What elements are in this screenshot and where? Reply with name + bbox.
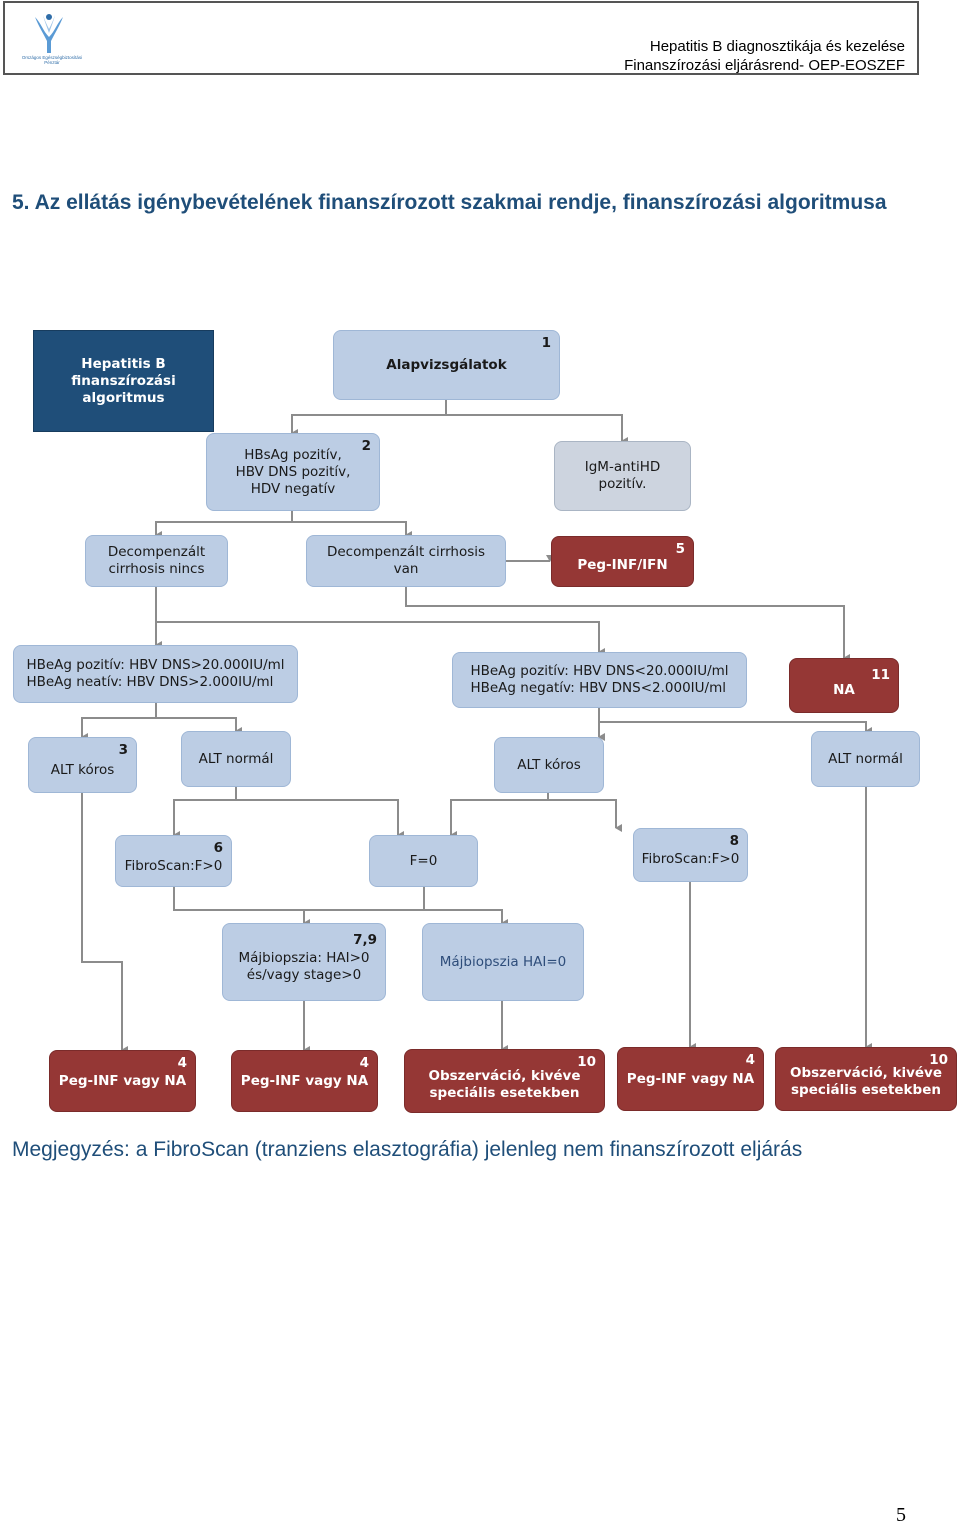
oep-logo: Országos Egészségbiztosítási Pénztár — [17, 11, 82, 69]
node-alt-normal-2: ALT normál — [811, 731, 920, 787]
node-label: Májbiopszia: HAI>0 és/vagy stage>0 — [238, 950, 370, 983]
node-label: HBeAg pozitív: HBV DNS>20.000IU/ml HBeAg… — [26, 657, 285, 690]
outcome-peg-inf-na-2: Peg-INF vagy NA 4 — [231, 1050, 378, 1112]
header-subtitle: Finanszírozási eljárásrend- OEP-EOSZEF — [624, 57, 905, 74]
node-label: FibroScan:F>0 — [641, 850, 740, 867]
node-label: Peg-INF vagy NA — [240, 1072, 369, 1089]
node-label: Peg-INF vagy NA — [626, 1070, 755, 1087]
outcome-peg-inf-na-1: Peg-INF vagy NA 4 — [49, 1050, 196, 1112]
outcome-obszervacio-1: Obszerváció, kivéve speciális esetekben … — [404, 1049, 605, 1113]
step-number: 3 — [118, 742, 128, 758]
algorithm-title-box: Hepatitis B finanszírozási algoritmus — [33, 330, 214, 432]
node-label: HBsAg pozitív, HBV DNS pozitív, HDV nega… — [235, 446, 351, 497]
node-label: NA — [833, 682, 855, 698]
node-label: ALT normál — [828, 750, 903, 767]
node-alt-normal-1: ALT normál — [181, 731, 291, 787]
node-decomp-nincs: Decompenzált cirrhosis nincs — [85, 535, 228, 587]
step-number: 6 — [213, 840, 223, 856]
node-label: Decompenzált cirrhosis van — [326, 544, 486, 577]
algorithm-title: Hepatitis B finanszírozási algoritmus — [71, 355, 176, 406]
node-alapvizsgalatok: Alapvizsgálatok 1 — [333, 330, 560, 400]
step-number: 8 — [729, 833, 739, 849]
footnote: Megjegyzés: a FibroScan (tranziens elasz… — [12, 1138, 803, 1161]
header-title: Hepatitis B diagnosztikája és kezelése — [649, 38, 905, 55]
node-label: HBeAg pozitív: HBV DNS<20.000IU/ml HBeAg… — [470, 663, 729, 696]
node-label: IgM-antiHD pozitív. — [584, 459, 661, 492]
page-number: 5 — [896, 1504, 906, 1526]
step-number: 1 — [541, 335, 551, 351]
node-majbiopszia-zero: Májbiopszia HAI=0 — [422, 923, 584, 1001]
node-decomp-van: Decompenzált cirrhosis van — [306, 535, 506, 587]
node-label: Alapvizsgálatok — [386, 356, 507, 373]
node-peg-inf-ifn: Peg-INF/IFN 5 — [551, 536, 694, 587]
node-label: ALT kóros — [517, 756, 581, 773]
node-label: Peg-INF/IFN — [577, 557, 668, 573]
node-alt-koros-2: ALT kóros — [494, 737, 604, 793]
node-igm-antihd: IgM-antiHD pozitív. — [554, 441, 691, 511]
node-f0: F=0 — [369, 835, 478, 887]
logo-emblem-icon — [35, 14, 63, 53]
node-label: Májbiopszia HAI=0 — [439, 953, 567, 970]
node-majbiopszia-pos: Májbiopszia: HAI>0 és/vagy stage>0 7,9 — [222, 923, 386, 1001]
step-number: 4 — [177, 1055, 187, 1071]
outcome-obszervacio-2: Obszerváció, kivéve speciális esetekben … — [775, 1047, 957, 1111]
node-hbeag-low: HBeAg pozitív: HBV DNS<20.000IU/ml HBeAg… — [452, 652, 747, 708]
node-label: F=0 — [409, 852, 438, 869]
step-number: 10 — [929, 1052, 948, 1068]
node-label: Obszerváció, kivéve speciális esetekben — [789, 1065, 942, 1098]
node-alt-koros-1: ALT kóros 3 — [28, 737, 137, 793]
node-label: Decompenzált cirrhosis nincs — [107, 544, 206, 577]
outcome-peg-inf-na-3: Peg-INF vagy NA 4 — [617, 1047, 764, 1111]
step-number: 4 — [745, 1052, 755, 1068]
node-label: FibroScan:F>0 — [124, 857, 223, 874]
node-fibroscan-8: FibroScan:F>0 8 — [633, 828, 748, 882]
node-label: ALT normál — [198, 750, 274, 767]
step-number: 10 — [577, 1054, 596, 1070]
node-label: Obszerváció, kivéve speciális esetekben — [428, 1068, 581, 1101]
node-fibroscan-6: FibroScan:F>0 6 — [115, 835, 232, 887]
step-number: 11 — [871, 667, 890, 683]
node-hbsag: HBsAg pozitív, HBV DNS pozitív, HDV nega… — [206, 433, 380, 511]
step-number: 5 — [675, 541, 685, 557]
step-number: 7,9 — [353, 932, 377, 948]
step-number: 2 — [361, 438, 371, 454]
node-na: NA 11 — [789, 658, 899, 713]
logo-text: Országos Egészségbiztosítási Pénztár — [21, 55, 83, 65]
node-label: Peg-INF vagy NA — [58, 1072, 187, 1089]
page-header: Országos Egészségbiztosítási Pénztár Hep… — [3, 1, 919, 75]
node-label: ALT kóros — [50, 761, 115, 778]
section-heading: 5. Az ellátás igénybevételének finanszír… — [12, 191, 887, 214]
step-number: 4 — [359, 1055, 369, 1071]
node-hbeag-high: HBeAg pozitív: HBV DNS>20.000IU/ml HBeAg… — [13, 645, 298, 703]
